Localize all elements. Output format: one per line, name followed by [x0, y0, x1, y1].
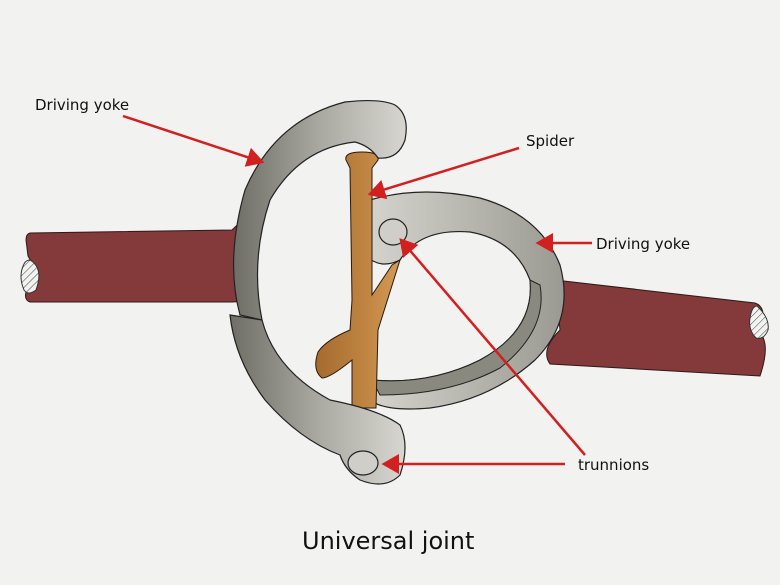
diagram-title: Universal joint	[302, 527, 474, 555]
label-spider: Spider	[526, 132, 575, 150]
spider	[315, 151, 401, 409]
left-shaft	[20, 212, 251, 303]
driving-yoke-right	[361, 191, 565, 410]
arrow-spider	[367, 146, 520, 200]
label-driving-yoke-left: Driving yoke	[35, 96, 129, 114]
left-shaft-section-hatch	[20, 259, 40, 294]
trunnion-bottom	[347, 450, 379, 476]
arrow-driving-yoke-left	[122, 114, 265, 167]
annotation-arrows	[122, 114, 592, 474]
right-shaft	[546, 279, 769, 377]
right-shaft-section-hatch	[749, 305, 769, 339]
driving-yoke-left	[229, 99, 407, 485]
label-driving-yoke-right: Driving yoke	[596, 235, 690, 253]
arrow-trunnion-top	[399, 238, 586, 456]
label-trunnions: trunnions	[578, 456, 649, 474]
